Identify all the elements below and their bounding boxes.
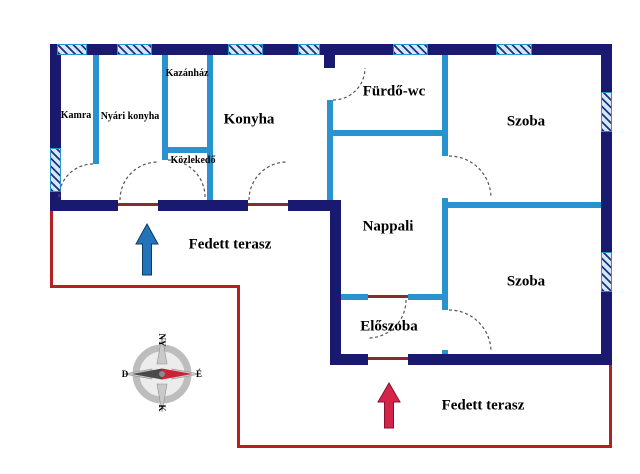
terrace-outline-segment (237, 445, 612, 448)
window (228, 44, 263, 55)
entrance-arrow-red (377, 382, 401, 429)
compass-pivot (159, 371, 165, 377)
compass-needle-south (132, 368, 162, 380)
door-sill (368, 357, 408, 360)
wall-left (50, 44, 61, 211)
room-label-kamra: Kamra (60, 110, 92, 121)
wall-right (601, 44, 612, 365)
partition-kazanhaz-horizontal (162, 147, 213, 153)
room-label-szoba-felso: Szoba (506, 113, 546, 130)
door-arc-nyari-konyha (119, 161, 159, 201)
door-arc-szoba-felso (448, 155, 492, 199)
compass-label-west: NY (157, 334, 167, 347)
wall-leftwing-bottom-segment (158, 200, 248, 211)
partition-szoba-divider (448, 202, 601, 208)
wall-leftwing-bottom-segment (288, 200, 341, 211)
window (496, 44, 532, 55)
arrow-up-icon (135, 222, 159, 276)
partition-main-vertical-segment (442, 198, 448, 310)
room-label-kazanhaz: Kazánház (165, 68, 209, 79)
partition-kamra (93, 55, 99, 164)
door-sill (368, 295, 408, 298)
partition-kazanhaz-vertical (207, 55, 213, 200)
terrace-label-bottom: Fedett terasz (441, 397, 525, 414)
window (393, 44, 428, 55)
door-arc-konyha (248, 161, 288, 201)
wall-top-stub (324, 44, 335, 68)
partition-eloszoba-segment (408, 294, 448, 300)
wall-bottom-segment (330, 354, 368, 365)
window (298, 44, 320, 55)
compass-needle-north (162, 368, 192, 380)
wall-leftwing-bottom-segment (50, 200, 118, 211)
arrow-up-icon (377, 382, 401, 429)
room-label-eloszoba: Előszoba (360, 318, 418, 335)
compass-label-north: É (196, 369, 202, 379)
compass-rose-icon: NY K D É (122, 334, 202, 413)
partition-furdo-bottom (327, 130, 448, 136)
window (50, 148, 61, 192)
terrace-outline-segment (237, 285, 240, 448)
terrace-outline-segment (50, 285, 240, 288)
room-label-szoba-also: Szoba (506, 273, 546, 290)
wall-bottom-segment (408, 354, 612, 365)
door-arc-kamra (58, 163, 94, 199)
door-sill (118, 203, 158, 206)
door-arc-furdo-wc (332, 67, 366, 101)
door-arc-szoba-also (448, 309, 492, 353)
room-label-kozlekedo: Közlekedő (170, 155, 216, 166)
partition-main-vertical-segment (442, 55, 448, 156)
terrace-label-left: Fedett terasz (188, 236, 272, 253)
compass-label-south: D (122, 369, 129, 379)
entrance-arrow-blue (135, 222, 159, 276)
window (117, 44, 152, 55)
room-label-nyari-konyha: Nyári konyha (100, 111, 160, 122)
window (57, 44, 87, 55)
door-arc-eloszoba (367, 299, 407, 339)
partition-main-vertical-segment (442, 350, 448, 354)
partition-eloszoba-segment (341, 294, 368, 300)
door-arc-kozlekedo (167, 159, 206, 198)
compass-label-east: K (157, 404, 167, 411)
partition-nyari-konyha (162, 55, 168, 160)
terrace-outline-segment (50, 211, 53, 288)
terrace-outline-segment (609, 365, 612, 448)
window (601, 252, 612, 292)
room-label-furdo-wc: Fürdő-wc (362, 83, 426, 100)
wall-middle-vertical (330, 200, 341, 365)
window (601, 92, 612, 132)
room-label-nappali: Nappali (362, 218, 414, 235)
partition-furdo-left (327, 100, 333, 200)
door-sill (248, 203, 288, 206)
room-label-konyha: Konyha (223, 111, 275, 128)
